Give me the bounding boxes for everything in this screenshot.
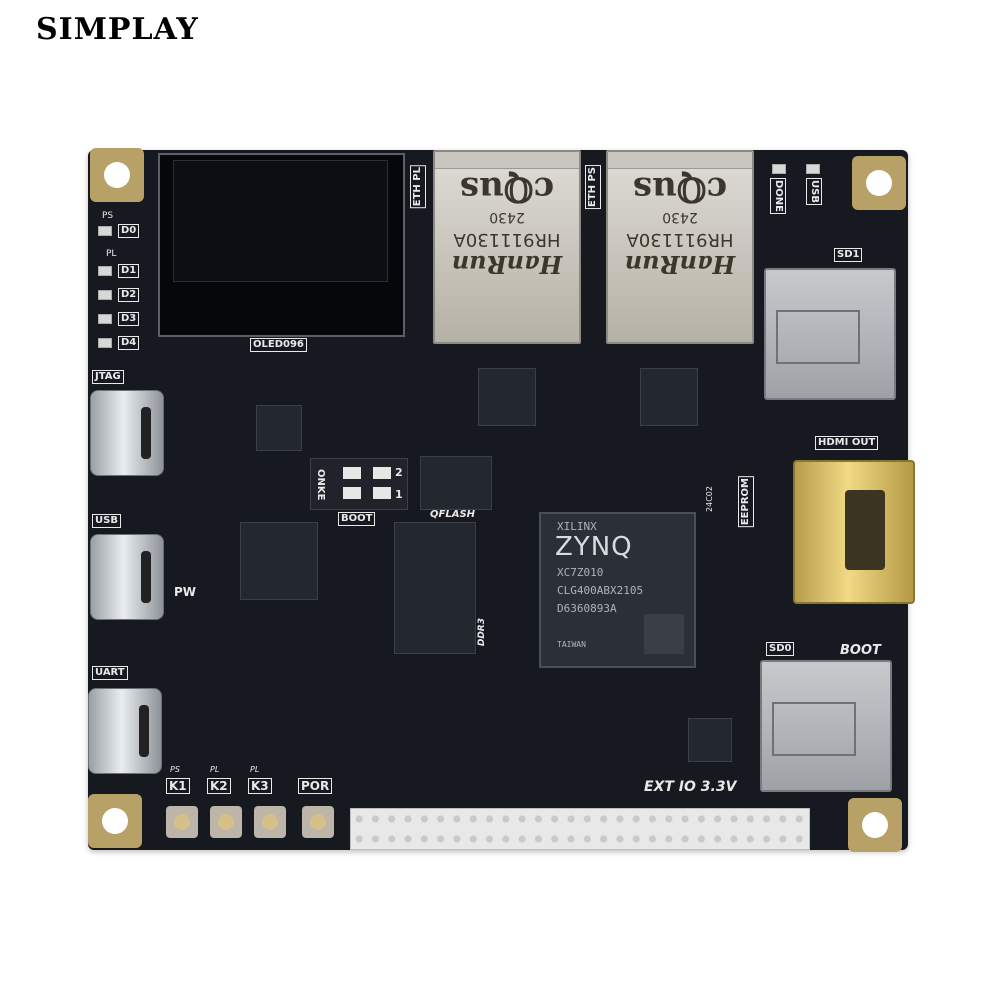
- eth-brand: HanRun: [624, 250, 736, 279]
- zynq-lot: D6360893A: [557, 602, 617, 615]
- done-led: [772, 164, 786, 174]
- led-label-d1: D1: [118, 264, 140, 278]
- eth-ps-label: ETH PS: [585, 165, 601, 210]
- zynq-origin: TAIWAN: [557, 640, 586, 649]
- done-label: DONE: [770, 178, 786, 215]
- button-k2-label: K2: [207, 778, 231, 794]
- ext-io-label: EXT IO 3.3V: [644, 779, 737, 795]
- boot-dip-switch: ONKE 2 1: [310, 458, 408, 510]
- small-chip: [688, 718, 732, 762]
- led-d1: [98, 266, 112, 276]
- hdmi-port: [793, 460, 915, 604]
- small-chip: [256, 405, 302, 451]
- led-label-d2: D2: [118, 288, 140, 302]
- led-label-d3: D3: [118, 312, 140, 326]
- eth-code: 2430: [662, 209, 698, 225]
- pw-label: PW: [174, 585, 197, 599]
- qflash-chip: [420, 456, 492, 510]
- oled-label: OLED096: [250, 338, 307, 352]
- zynq-soc-chip: XILINX ZYNQ XC7Z010 CLG400ABX2105 D63608…: [539, 512, 696, 668]
- hdmi-label: HDMI OUT: [815, 436, 879, 450]
- uart-usb-c-port: [88, 688, 162, 774]
- led-label-d0: D0: [118, 224, 140, 238]
- button-k3-label: K3: [248, 778, 272, 794]
- led-d2: [98, 290, 112, 300]
- ethernet-port-pl: cℚus 2430 HR911130A HanRun: [433, 150, 581, 344]
- led-d3: [98, 314, 112, 324]
- mounting-hole-top-left: [90, 148, 144, 202]
- qflash-label: QFLASH: [430, 509, 476, 520]
- phy-chip-ps: [640, 368, 698, 426]
- dip-num-top: 2: [395, 466, 403, 479]
- button-por[interactable]: [302, 806, 334, 838]
- button-k1-sub: PS: [170, 765, 180, 774]
- zynq-package: CLG400ABX2105: [557, 584, 644, 597]
- boot-italic-label: BOOT: [840, 643, 881, 658]
- button-k1[interactable]: [166, 806, 198, 838]
- pl-led-group-label: PL: [106, 249, 117, 259]
- usb-led: [806, 164, 820, 174]
- zynq-maker: XILINX: [557, 520, 597, 533]
- usb-label: USB: [92, 514, 121, 528]
- ul-mark: cℚus: [459, 169, 555, 209]
- zynq-part: XC7Z010: [557, 566, 604, 579]
- ps-led-group-label: PS: [102, 211, 114, 221]
- eth-brand: HanRun: [451, 250, 563, 279]
- boot-label: BOOT: [338, 512, 376, 526]
- phy-chip-pl: [478, 368, 536, 426]
- ddr3-label: DDR3: [477, 618, 487, 647]
- usb-c-port: [90, 534, 164, 620]
- brand-logo: SIMPLAY: [36, 12, 199, 47]
- usb-led-label: USB: [806, 178, 822, 205]
- ul-mark: cℚus: [632, 169, 728, 209]
- sd1-label: SD1: [834, 248, 863, 262]
- ethernet-port-ps: cℚus 2430 HR911130A HanRun: [606, 150, 754, 344]
- eth-model: HR911130A: [626, 229, 734, 250]
- ext-io-pin-header: [350, 808, 810, 850]
- zynq-brand: ZYNQ: [555, 532, 633, 562]
- button-k2[interactable]: [210, 806, 242, 838]
- led-d4: [98, 338, 112, 348]
- oled-screen: [173, 160, 388, 282]
- eeprom-chip-label: 24C02: [705, 486, 714, 512]
- mounting-hole-bottom-right: [848, 798, 902, 852]
- jtag-usb-c-port: [90, 390, 164, 476]
- mounting-hole-top-right: [852, 156, 906, 210]
- button-k3[interactable]: [254, 806, 286, 838]
- mounting-hole-bottom-left: [88, 794, 142, 848]
- sd0-label: SD0: [766, 642, 795, 656]
- jtag-label: JTAG: [92, 370, 124, 384]
- led-d0: [98, 226, 112, 236]
- led-label-d4: D4: [118, 336, 140, 350]
- eeprom-label: EEPROM: [738, 476, 754, 528]
- button-k1-label: K1: [166, 778, 190, 794]
- dip-text: ONKE: [315, 469, 326, 501]
- usb-jtag-chip: [240, 522, 318, 600]
- eth-pl-label: ETH PL: [410, 165, 426, 209]
- dip-num-bottom: 1: [395, 488, 403, 501]
- ddr3-chip: [394, 522, 476, 654]
- uart-label: UART: [92, 666, 128, 680]
- eth-code: 2430: [489, 209, 525, 225]
- button-k2-sub: PL: [210, 765, 220, 774]
- button-por-label: POR: [298, 778, 333, 794]
- sd1-card-slot: [764, 268, 896, 400]
- button-k3-sub: PL: [250, 765, 260, 774]
- eth-model: HR911130A: [453, 229, 561, 250]
- sd0-card-slot: [760, 660, 892, 792]
